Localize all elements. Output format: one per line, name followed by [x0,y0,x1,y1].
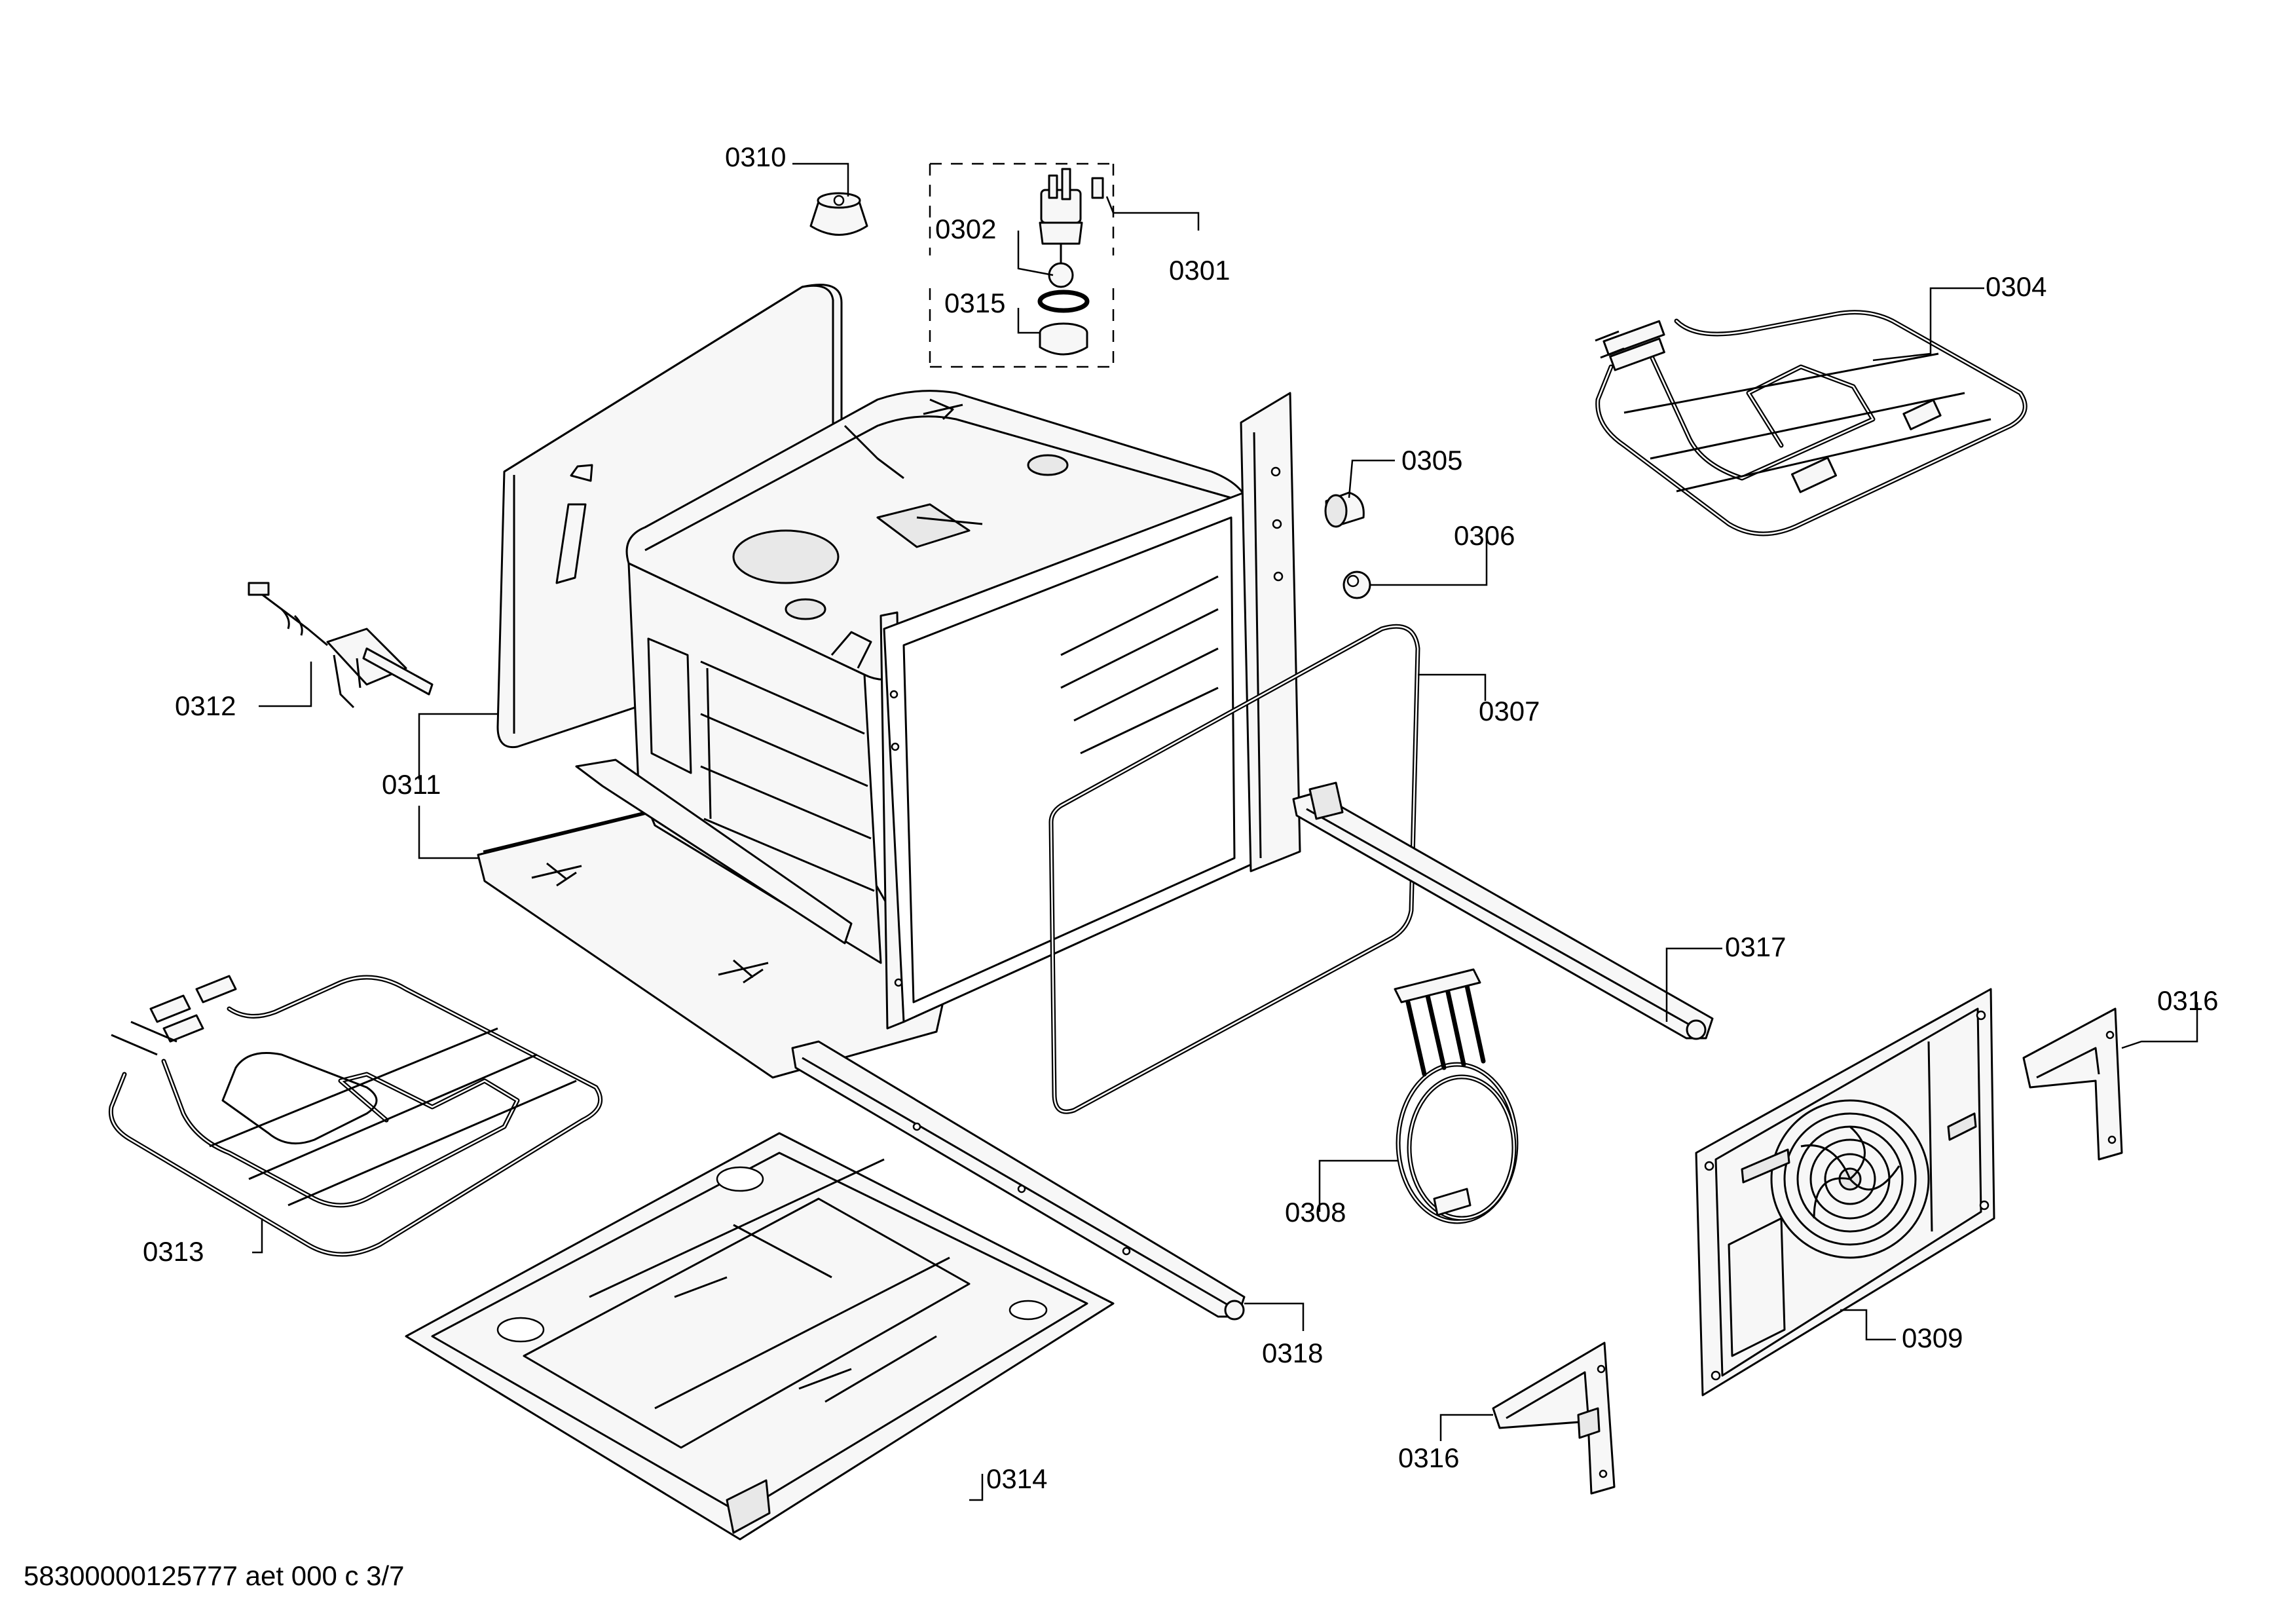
label-0315: 0315 [944,288,1005,318]
label-0302: 0302 [935,214,996,244]
label-0312: 0312 [175,690,236,721]
part-0307-door-seal [1048,624,1420,1114]
label-0305: 0305 [1401,445,1462,476]
part-labels: 0310 0302 0301 0315 0304 0305 0306 0307 … [143,141,2218,1494]
document-id-footer: 58300000125777 aet 000 c 3/7 [24,1560,405,1591]
part-0308-circular-heater [1394,968,1519,1224]
label-0311: 0311 [382,769,441,800]
part-0301-switch-assembly [929,162,1115,368]
part-0304-grill-element [1595,310,2028,536]
label-0314: 0314 [986,1463,1047,1494]
part-0313-bottom-heater [108,975,603,1257]
leader-lines [252,162,2198,1501]
label-0308: 0308 [1285,1197,1346,1228]
label-0317: 0317 [1725,931,1786,962]
label-0318: 0318 [1262,1338,1323,1368]
label-0306: 0306 [1454,520,1515,551]
part-oven-cavity [575,390,1301,1030]
part-0316-bracket-upper [2022,1007,2123,1161]
part-0309-rear-panel [1695,988,1995,1397]
label-0304: 0304 [1986,271,2046,302]
part-0306-lamp-cover [1342,571,1371,599]
label-0307: 0307 [1479,696,1540,726]
part-0310-knob-cap [809,192,868,236]
part-0314-bottom-frame [405,1132,1115,1541]
part-0316-bracket-lower [1492,1342,1616,1495]
label-0310: 0310 [725,141,786,172]
label-0316-lower: 0316 [1398,1442,1459,1473]
part-0318-slide-rail [791,1040,1246,1321]
part-0312-temperature-sensor [248,582,434,709]
label-0309: 0309 [1902,1323,1963,1353]
label-0301: 0301 [1169,255,1230,286]
part-0317-slide-rail [1292,781,1714,1040]
label-0313: 0313 [143,1236,204,1267]
part-0305-lamp-holder [1324,491,1365,528]
label-0316-upper: 0316 [2157,985,2218,1016]
